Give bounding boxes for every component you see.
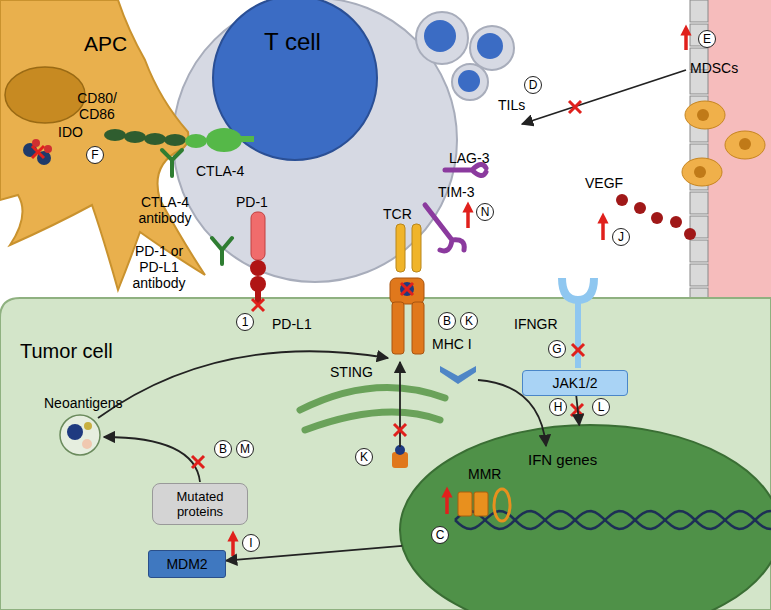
callout-number: H [549,398,567,416]
callout-number: G [548,340,566,358]
callout-number: K [355,448,373,466]
part-label: VEGF [585,175,623,191]
part-label: MDSCs [690,60,738,76]
part-label: IDO [58,124,83,140]
part-label: TCR [383,206,412,222]
callout-number: C [431,526,449,544]
part-label: STING [330,364,373,380]
callout-number: E [698,30,716,48]
part-label: CTLA-4 antibody [130,194,200,226]
node-text: Mutated proteins [158,489,242,519]
part-label: MMR [468,466,501,482]
callout-number: N [476,203,494,221]
callout-number: B [438,312,456,330]
node-text: Tumor cell [20,340,771,363]
part-label: TILs [498,97,525,113]
callout-number: L [592,398,610,416]
process-box: Mutated proteins [152,483,248,525]
node-text: APC [84,32,140,56]
part-label: PD-1 or PD-L1 antibody [128,243,190,291]
node-text: JAK1/2 [552,375,597,391]
callout-number: M [236,440,254,458]
part-label: CTLA-4 [196,163,244,179]
callout-number: 1 [236,313,254,331]
connector [576,396,579,425]
part-label: Neoantigens [44,395,123,411]
process-box: MDM2 [148,550,226,578]
callout-number: J [612,228,630,246]
cell-region: T cell [173,0,457,282]
process-box: JAK1/2 [522,370,628,396]
part-label: CD80/ CD86 [72,90,122,122]
node-text: T cell [264,28,457,56]
part-label: IFNGR [514,316,558,332]
part-label: LAG-3 [449,150,489,166]
node-text: IFN genes [528,451,771,468]
part-label: PD-L1 [272,316,312,332]
cell-region: Tumor cellIFN genes JAK1/2MDM2 Mutated pro… [0,298,771,610]
callout-number: K [460,312,478,330]
part-label: TIM-3 [438,184,475,200]
cell-region: APC [80,30,140,60]
callout-number: B [214,440,232,458]
cell-region: IFN genes [400,425,771,610]
part-label: MHC I [432,336,472,352]
callout-number: D [524,76,542,94]
part-label: PD-1 [236,194,268,210]
node-text: MDM2 [166,556,207,572]
callout-number: I [242,534,260,552]
callout-number: F [86,146,104,164]
